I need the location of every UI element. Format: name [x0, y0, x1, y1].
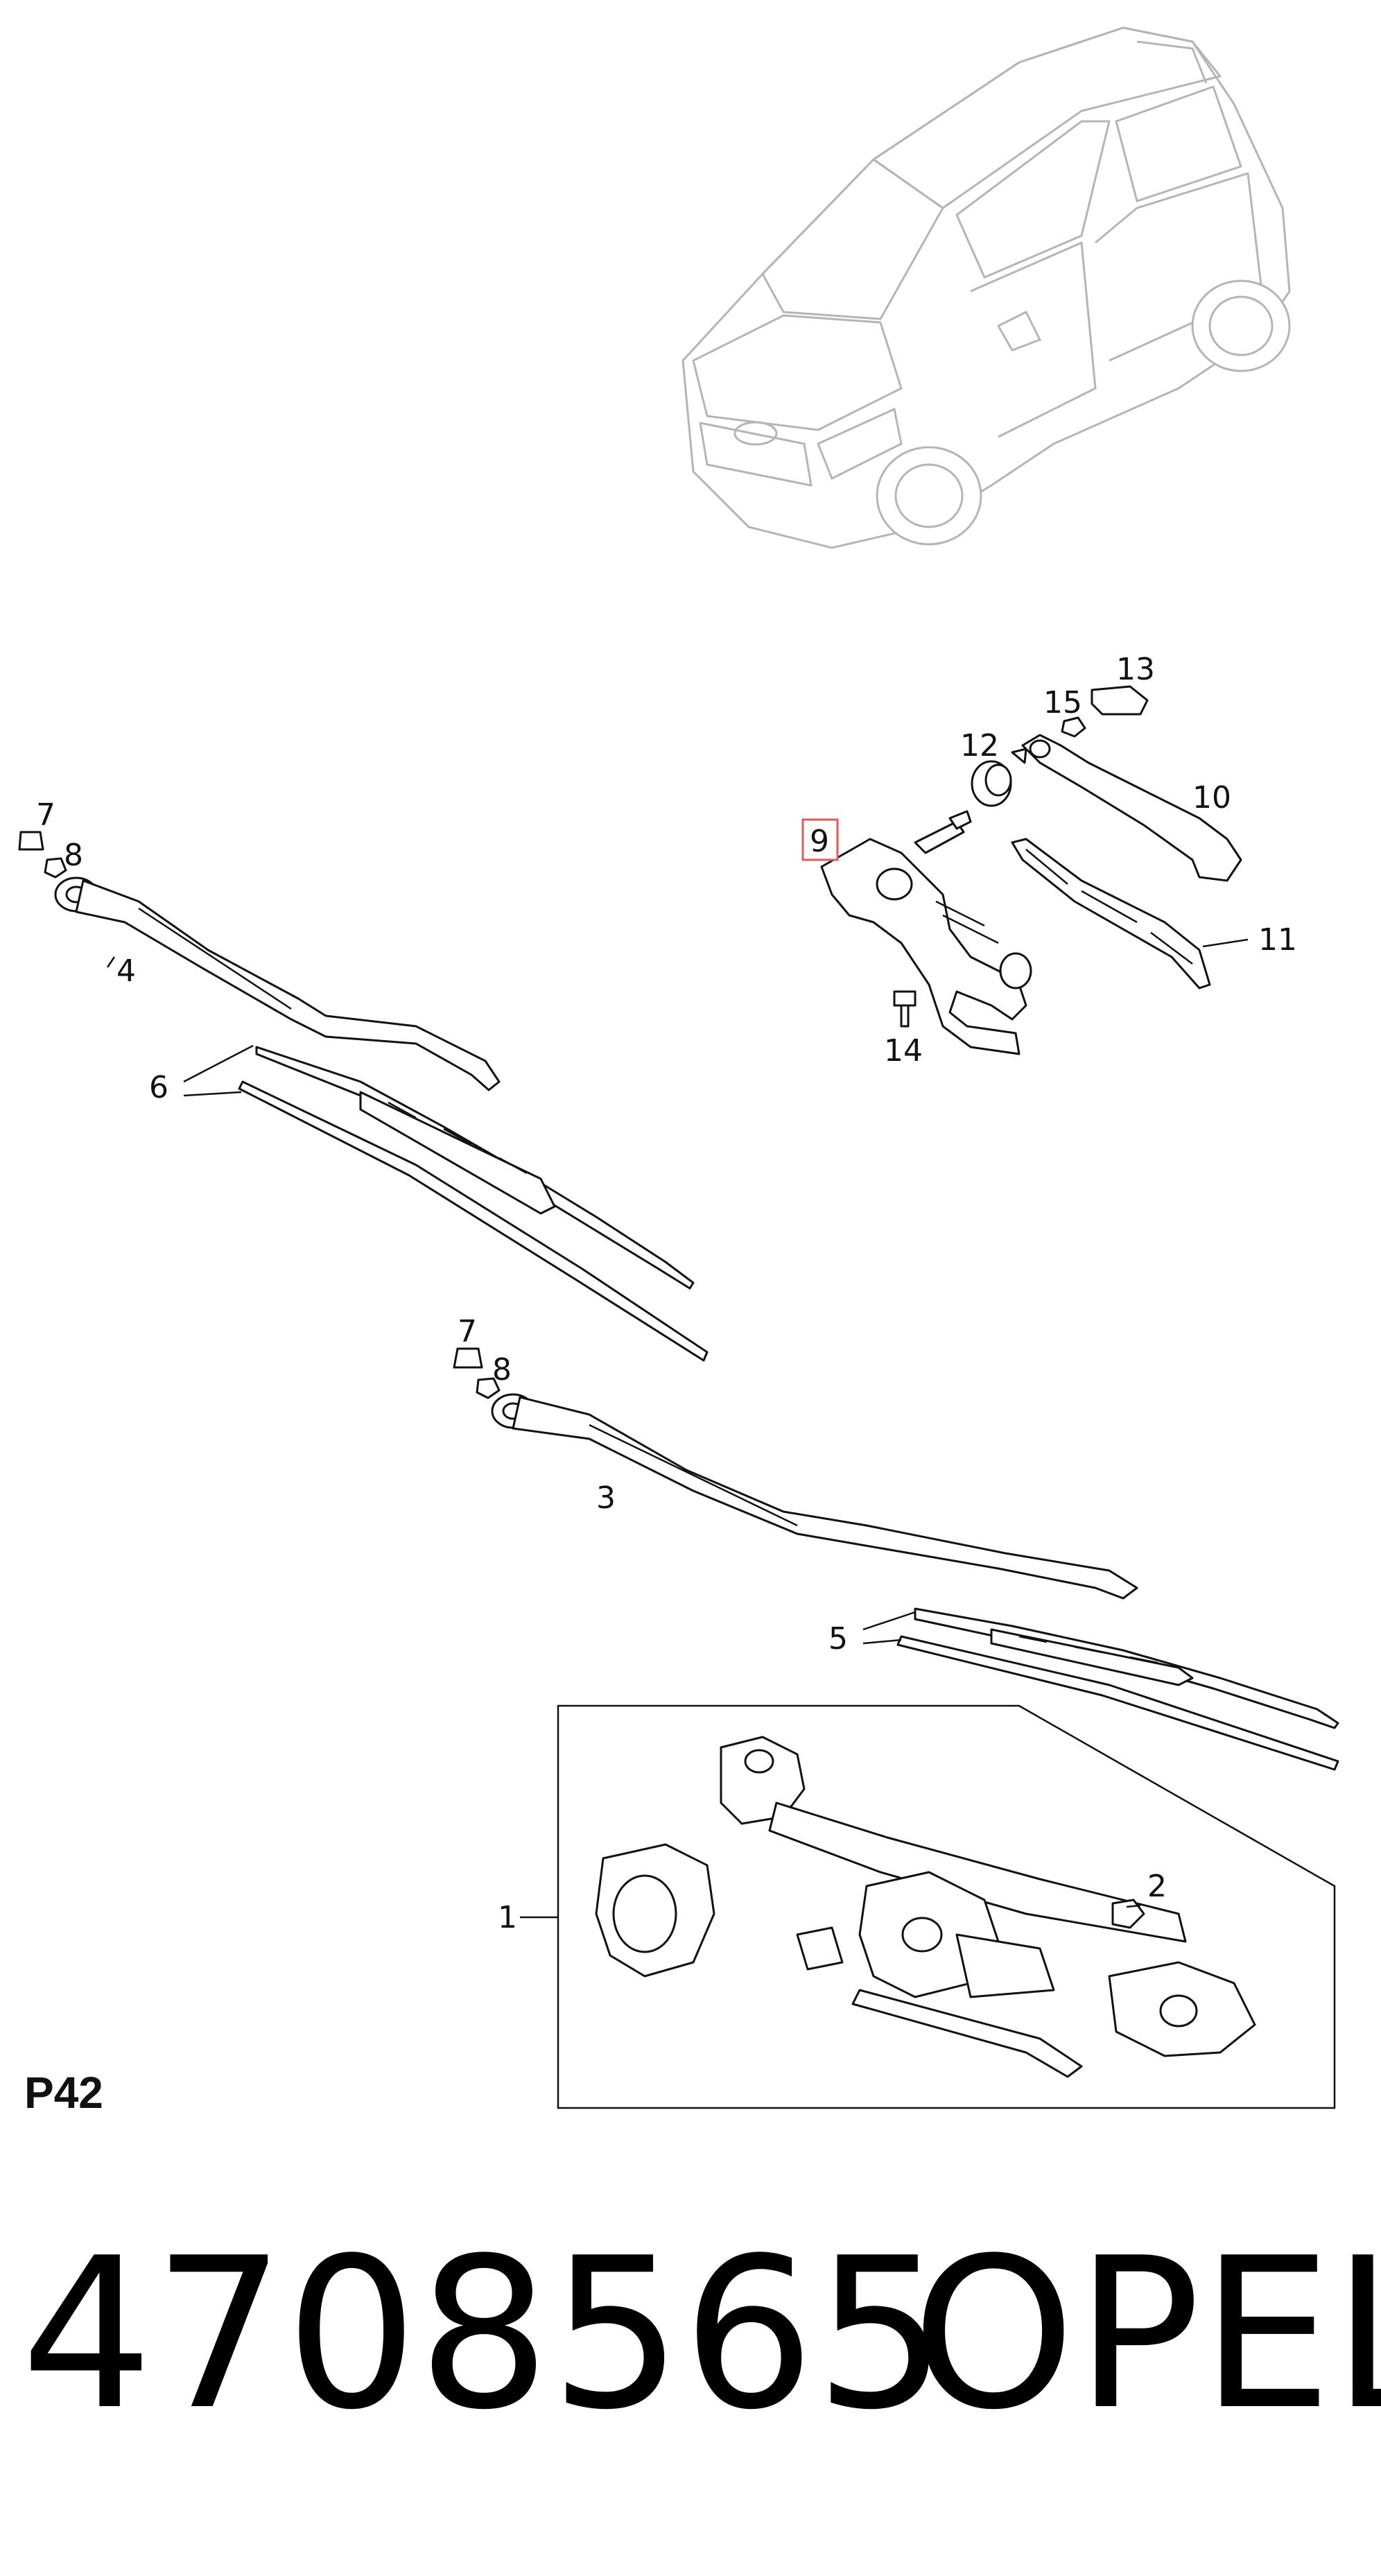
callout-7-upper: 7 [36, 797, 55, 833]
rear-nut-15 [1061, 716, 1086, 738]
callout-labels: 7 8 4 6 7 8 3 5 1 2 13 15 12 10 11 14 9 [36, 652, 1297, 1935]
wiper-blade-5 [896, 1607, 1339, 1771]
cap-7-upper [18, 831, 44, 851]
callout-4: 4 [116, 953, 136, 989]
rear-wiper-arm-10 [1021, 734, 1242, 882]
rear-cap-13 [1091, 685, 1149, 716]
callout-1: 1 [498, 1900, 517, 1935]
wiper-blade-6 [238, 1046, 709, 1362]
brand-name: OPEL [912, 2213, 1381, 2455]
callout-5: 5 [828, 1621, 848, 1657]
vehicle-illustration [681, 26, 1291, 549]
rear-wiper-motor [820, 810, 1032, 1055]
callout-2: 2 [1147, 1869, 1167, 1904]
callout-14: 14 [884, 1033, 923, 1069]
callout-3: 3 [596, 1480, 616, 1516]
linkage-detail-box [557, 1704, 1336, 2109]
callout-9: 9 [810, 824, 829, 859]
callout-11: 11 [1258, 922, 1297, 958]
wiper-linkage-1 [595, 1736, 1256, 2078]
nut-8-lower [476, 1377, 501, 1399]
nut-8-upper [44, 857, 67, 879]
part-number: 4708565 [21, 2213, 947, 2455]
page-reference: P42 [24, 2068, 103, 2118]
cap-7-lower [453, 1347, 483, 1369]
wiper-arm-3 [491, 1393, 1138, 1600]
callout-8-lower: 8 [492, 1352, 512, 1388]
callout-10: 10 [1192, 780, 1231, 815]
leader-lines [106, 938, 1249, 1919]
callout-15: 15 [1043, 685, 1082, 720]
wiper-arm-4 [54, 876, 501, 1091]
callout-8-upper: 8 [64, 838, 83, 873]
callout-13: 13 [1116, 652, 1155, 687]
callout-7-lower: 7 [458, 1314, 477, 1349]
rear-wiper-blade-11 [1011, 838, 1211, 989]
rear-wiper-cap-12 [971, 747, 1027, 807]
nut-2 [1111, 1899, 1145, 1929]
callout-12: 12 [960, 728, 999, 763]
callout-9-highlight [801, 818, 839, 861]
callout-6: 6 [149, 1070, 168, 1105]
